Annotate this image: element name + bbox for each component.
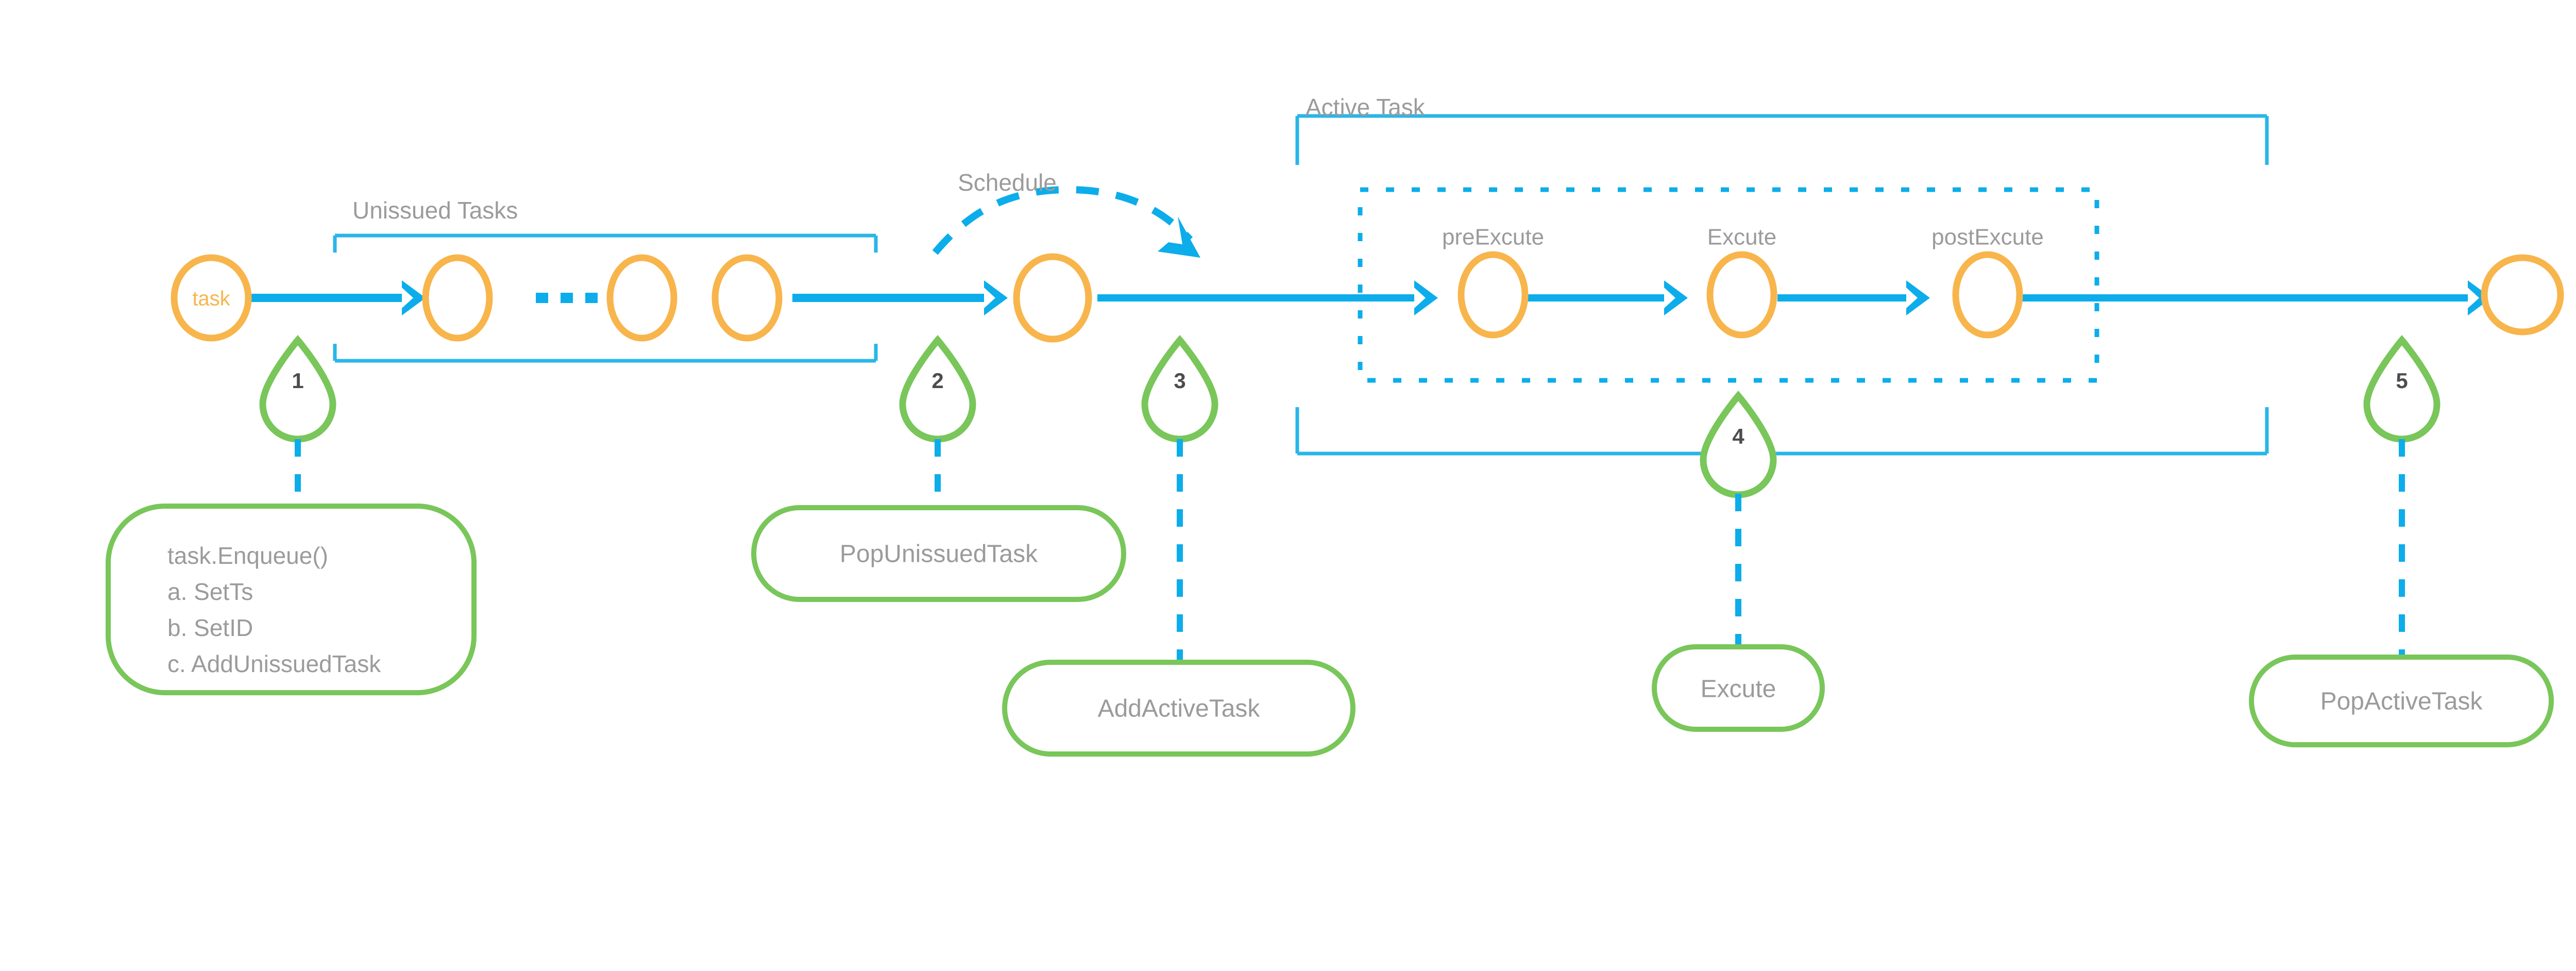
unissued-tasks-bracket [333,233,878,363]
callout-1-line-3: c. AddUnissuedTask [167,650,381,677]
callout-2[interactable]: PopUnissuedTask [751,505,1126,602]
pin-marker-1-number: 1 [292,369,303,393]
callout-1-line-2: b. SetID [167,614,253,641]
pin-marker-1[interactable]: 1 [259,334,336,443]
schedule-arc [932,186,1200,258]
node-pre-excute[interactable] [1458,251,1529,339]
callout-3-line-0: AddActiveTask [1098,695,1261,723]
callout-4-line-0: Excute [1701,676,1776,703]
callout-5-line-0: PopActiveTask [2320,688,2483,715]
flow-label-schedule: Schedule [958,169,1057,196]
node-unissued-1[interactable] [422,254,493,342]
pin-marker-5-number: 5 [2396,369,2408,393]
node-task-label: task [192,288,230,310]
excute-phase-dashed-box [1358,187,2099,383]
pin-marker-3-number: 3 [1174,369,1185,393]
node-unissued-2[interactable] [606,254,677,342]
pin-marker-4-number: 4 [1732,424,1744,448]
pin-marker-2[interactable]: 2 [899,334,976,443]
pin-marker-4[interactable]: 4 [1700,390,1777,498]
node-task[interactable]: task [171,254,252,342]
ellipsis-dots-icon [536,293,598,303]
callout-1-line-0: task.Enqueue() [167,542,328,569]
phase-label-excute: Excute [1707,225,1777,250]
callout-5[interactable]: PopActiveTask [2249,655,2554,747]
node-post-excute[interactable] [1952,251,2023,339]
callout-2-line-0: PopUnissuedTask [840,541,1038,568]
phase-label-post-excute: postExcute [1931,225,2044,250]
main-flow-line [246,280,2492,315]
group-label-active-task: Active Task [1306,94,1426,121]
callout-3[interactable]: AddActiveTask [1002,660,1355,757]
node-excute[interactable] [1706,251,1777,339]
pin-marker-3[interactable]: 3 [1141,334,1218,443]
node-unissued-3[interactable] [711,254,783,342]
node-done[interactable] [2481,254,2564,336]
node-scheduled[interactable] [1013,253,1092,343]
callout-1[interactable]: task.Enqueue() a. SetTs b. SetID c. AddU… [106,504,477,695]
callout-1-line-1: a. SetTs [167,578,253,605]
pin-marker-5[interactable]: 5 [2363,334,2441,443]
phase-label-pre-excute: preExcute [1442,225,1544,250]
pin-marker-2-number: 2 [931,369,943,393]
callout-4[interactable]: Excute [1652,644,1825,732]
active-task-bracket [1295,114,2269,456]
group-label-unissued-tasks: Unissued Tasks [352,197,518,224]
